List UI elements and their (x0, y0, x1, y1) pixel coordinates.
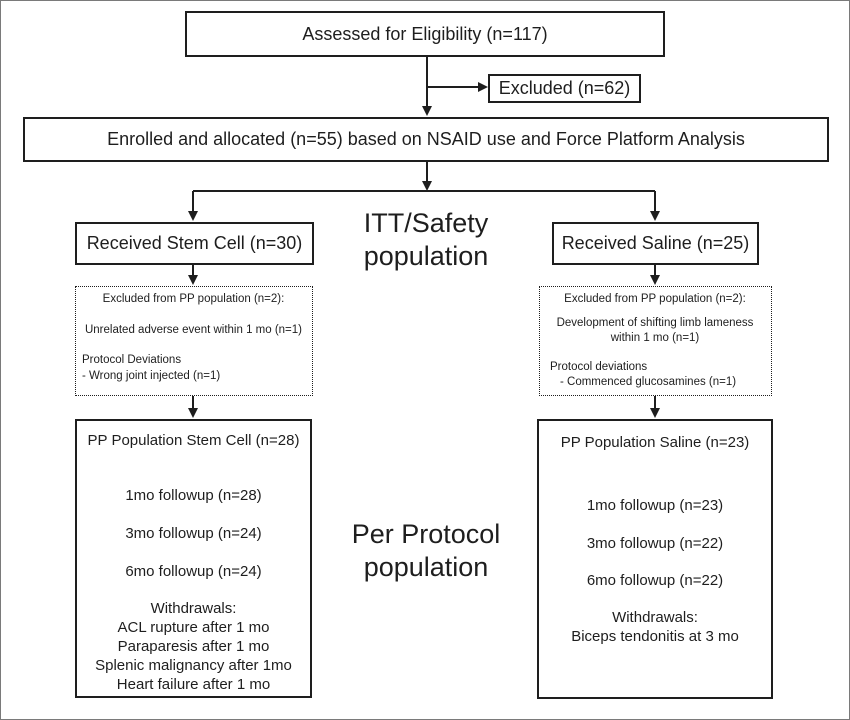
pp-label-line2: population (363, 552, 489, 582)
itt-safety-label: ITT/Safety population (326, 207, 526, 273)
saline-excluded-box: Excluded from PP population (n=2): Devel… (539, 286, 772, 396)
saline-excl-item1-line1: Development of shifting limb lameness (556, 317, 754, 329)
stem-excl-item1: Unrelated adverse event within 1 mo (n=1… (84, 324, 303, 336)
stem-excl-title: Excluded from PP population (n=2): (102, 293, 285, 305)
per-protocol-label: Per Protocol population (326, 518, 526, 584)
excluded-box: Excluded (n=62) (488, 74, 641, 103)
saline-withdrawal-item: Biceps tendonitis at 3 mo (571, 628, 739, 645)
saline-excl-dev-item: - Commenced glucosamines (n=1) (560, 376, 737, 388)
pp-label-line1: Per Protocol (351, 519, 501, 549)
stem-followup-3mo: 3mo followup (n=24) (125, 525, 262, 542)
saline-withdrawals-title: Withdrawals: (612, 609, 698, 626)
stem-excl-dev-title: Protocol Deviations (82, 354, 182, 366)
saline-followup-1mo: 1mo followup (n=23) (586, 497, 724, 514)
stem-excluded-box: Excluded from PP population (n=2): Unrel… (75, 286, 313, 396)
pp-saline-title: PP Population Saline (n=23) (560, 434, 750, 451)
assessed-box: Assessed for Eligibility (n=117) (185, 11, 665, 57)
stem-followup-6mo: 6mo followup (n=24) (125, 563, 262, 580)
saline-excl-dev-title: Protocol deviations (550, 361, 648, 373)
assessed-text: Assessed for Eligibility (n=117) (302, 23, 548, 44)
pp-saline-box: PP Population Saline (n=23) 1mo followup… (537, 419, 773, 699)
stem-withdrawal-item: ACL rupture after 1 mo (117, 619, 270, 636)
stem-withdrawal-item: Heart failure after 1 mo (116, 676, 271, 693)
received-stem-cell-box: Received Stem Cell (n=30) (75, 222, 314, 265)
enrolled-text: Enrolled and allocated (n=55) based on N… (107, 129, 745, 149)
saline-followup-6mo: 6mo followup (n=22) (586, 572, 724, 589)
saline-excl-item1-line2: within 1 mo (n=1) (610, 332, 700, 344)
itt-label-line1: ITT/Safety (363, 208, 489, 238)
stem-withdrawal-item: Paraparesis after 1 mo (117, 638, 270, 655)
excluded-text: Excluded (n=62) (498, 78, 631, 98)
pp-stem-title: PP Population Stem Cell (n=28) (87, 432, 300, 449)
received-saline-box: Received Saline (n=25) (552, 222, 759, 265)
enrolled-box: Enrolled and allocated (n=55) based on N… (23, 117, 829, 162)
received-saline-text: Received Saline (n=25) (561, 233, 750, 253)
saline-excl-title: Excluded from PP population (n=2): (564, 293, 746, 305)
saline-followup-3mo: 3mo followup (n=22) (586, 535, 724, 552)
received-stem-cell-text: Received Stem Cell (n=30) (86, 233, 303, 253)
pp-stem-cell-box: PP Population Stem Cell (n=28) 1mo follo… (75, 419, 312, 698)
itt-label-line2: population (363, 241, 489, 271)
stem-withdrawal-item: Splenic malignancy after 1mo (95, 657, 292, 674)
stem-withdrawals-title: Withdrawals: (150, 600, 237, 617)
stem-followup-1mo: 1mo followup (n=28) (125, 487, 262, 504)
stem-excl-dev-item: - Wrong joint injected (n=1) (82, 370, 221, 382)
